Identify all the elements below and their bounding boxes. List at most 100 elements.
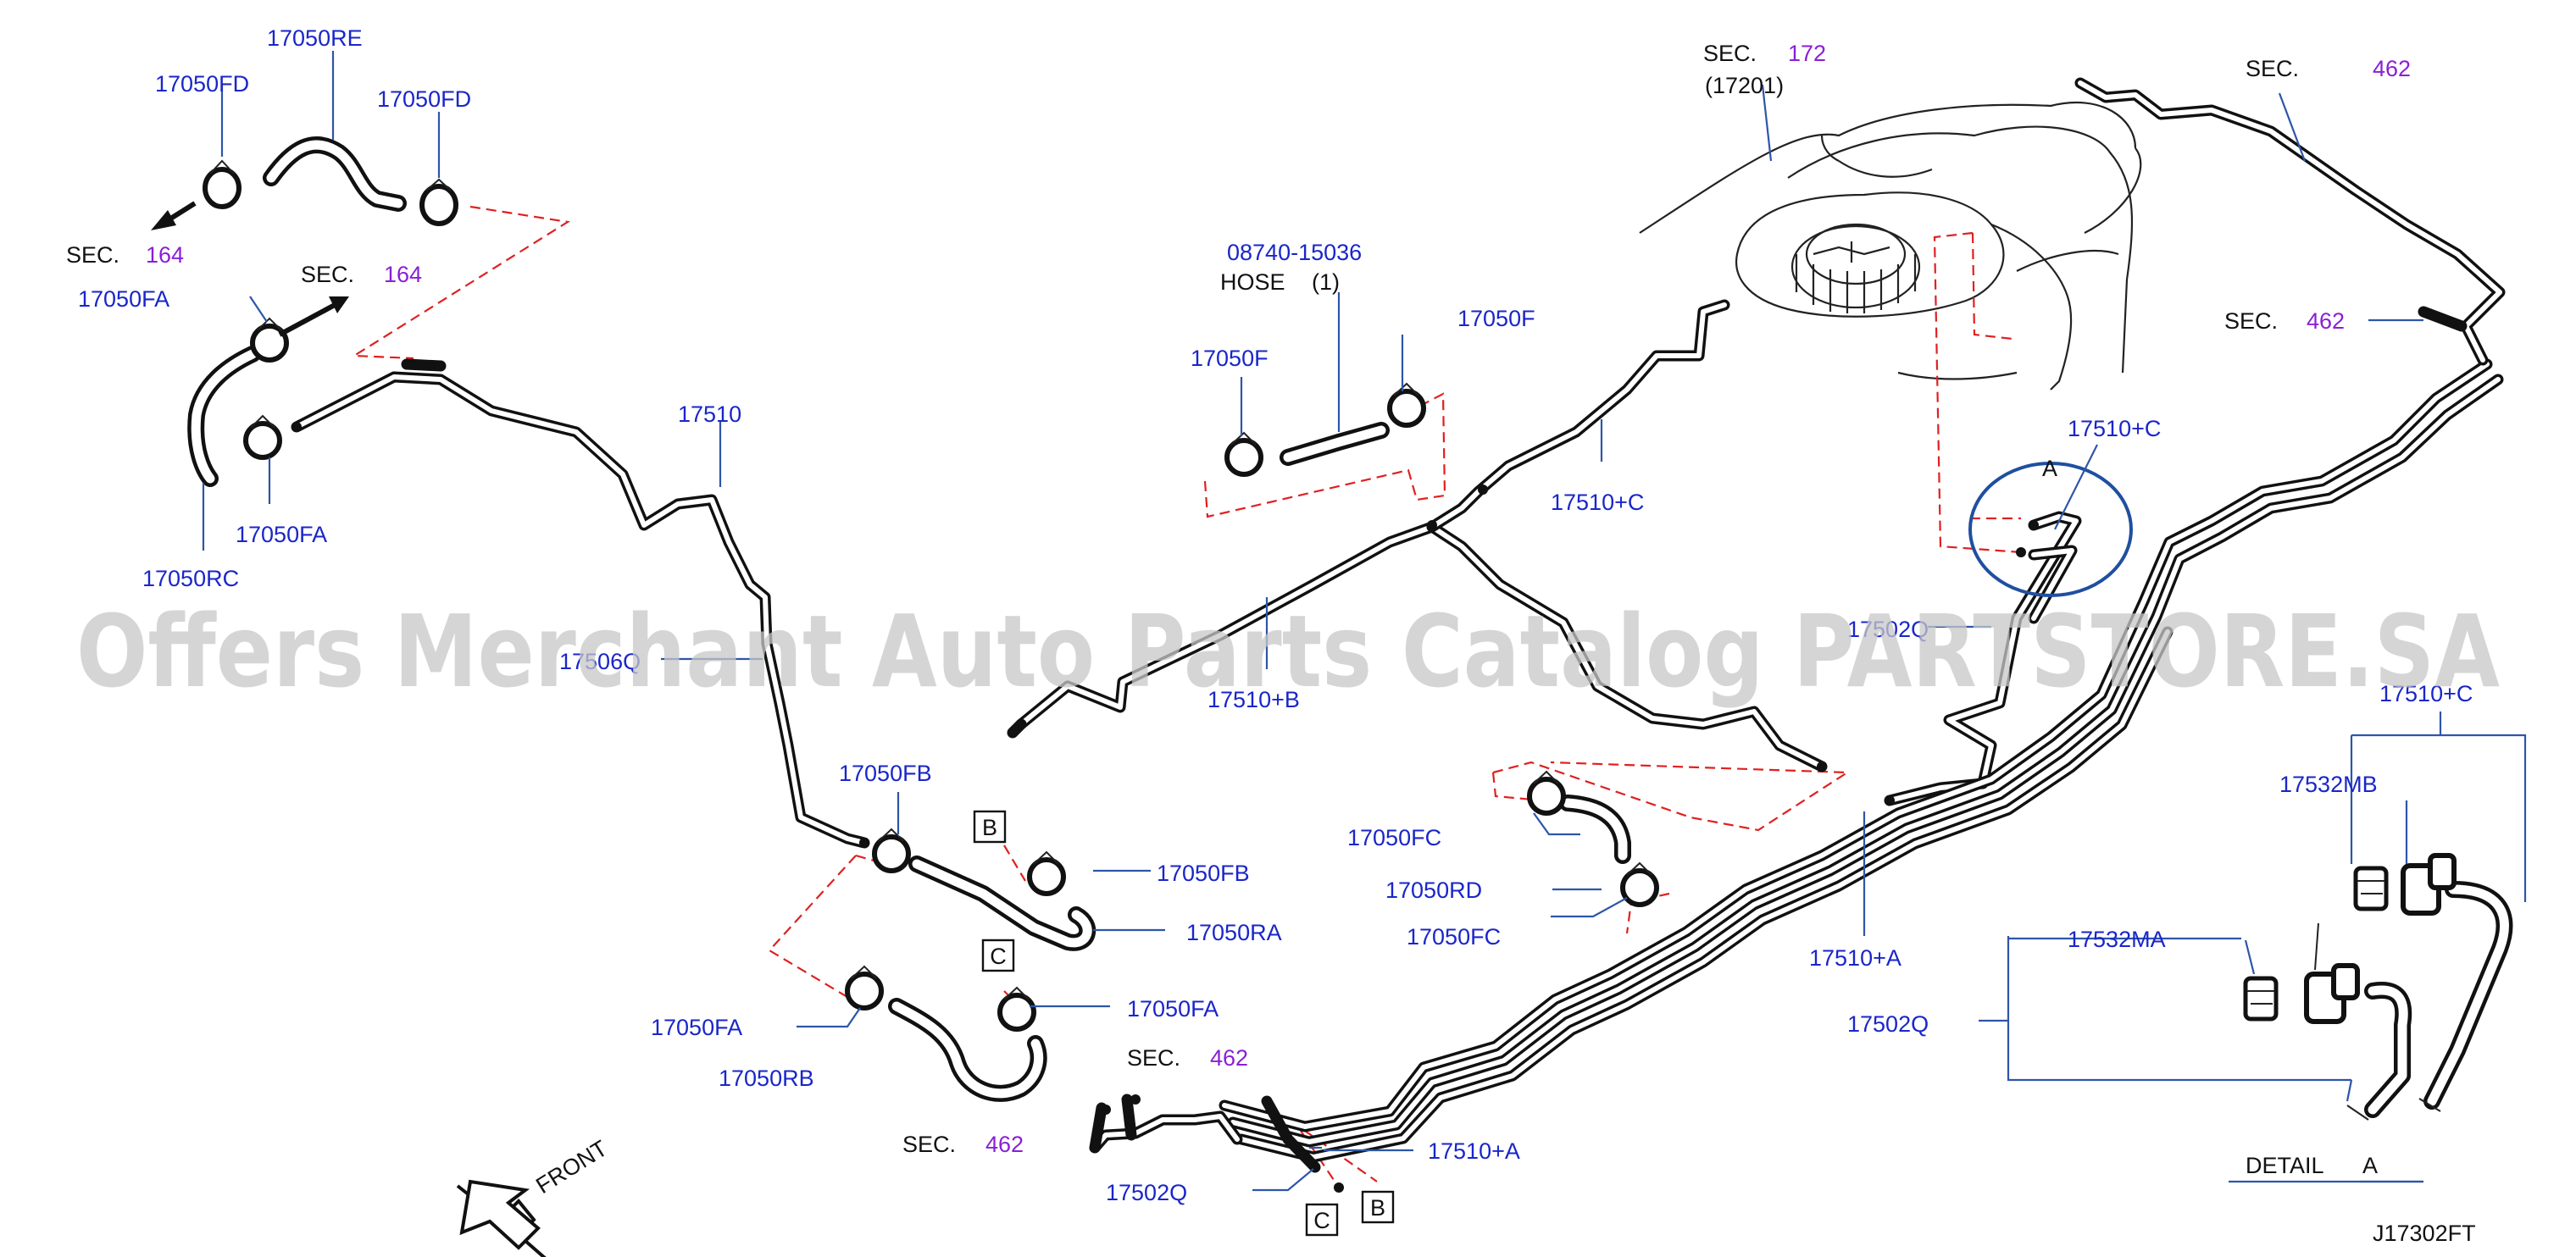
- clamps: [203, 159, 1659, 1032]
- callout-b-upper[interactable]: B: [973, 810, 1007, 844]
- label-sec-164-right: SEC.: [301, 262, 354, 287]
- pipe-bundle-17510-a: [1219, 358, 2504, 1163]
- callout-c-lower[interactable]: C: [1305, 1203, 1339, 1237]
- clamp-17050fa-upper: [250, 317, 289, 363]
- clamp-17050fa-lower: [243, 414, 282, 460]
- detail-a-hoses: [2346, 881, 2513, 1121]
- label-17050fa-rb-left[interactable]: 17050FA: [651, 1015, 742, 1040]
- label-hose: HOSE: [1220, 269, 1285, 295]
- label-hose-qty: (1): [1312, 269, 1340, 295]
- pipe-sec-462-lower: [1089, 1094, 1321, 1173]
- label-462-lower[interactable]: 462: [1210, 1045, 1248, 1071]
- detail-a-connectors: [2243, 853, 2457, 1024]
- label-17506q[interactable]: 17506Q: [559, 649, 641, 674]
- label-detail: DETAIL: [2246, 1153, 2324, 1178]
- sec-164-arrow-right: [278, 296, 349, 337]
- hose-17050rb: [888, 998, 1047, 1102]
- hose-08740-15036: [1280, 422, 1390, 466]
- pipe-17510-c: [1426, 299, 1730, 533]
- label-17050fc-upper[interactable]: 17050FC: [1347, 825, 1441, 850]
- connector-17532mb: [2353, 853, 2457, 916]
- clamp-17050fc-upper: [1527, 770, 1566, 816]
- callout-b-upper-letter: B: [982, 815, 997, 840]
- label-17510-c-right[interactable]: 17510+C: [2068, 416, 2161, 441]
- label-17510-b[interactable]: 17510+B: [1208, 687, 1300, 712]
- label-17050fd-left[interactable]: 17050FD: [155, 71, 249, 97]
- callout-c-lower-letter: C: [1313, 1208, 1330, 1233]
- label-17050fa-upper[interactable]: 17050FA: [78, 286, 169, 312]
- label-sec-462-bottom: SEC.: [902, 1132, 956, 1157]
- label-17050rc[interactable]: 17050RC: [142, 566, 239, 591]
- fuel-tank: [1639, 102, 2142, 390]
- clamp-17050fb-right: [1027, 850, 1066, 896]
- label-17050rb[interactable]: 17050RB: [719, 1066, 814, 1091]
- fuel-pump-cap: [1790, 223, 1921, 313]
- part-labels: 17050RE 17050FD 17050FD SEC. 164 SEC. 16…: [66, 25, 2476, 1246]
- label-17050re[interactable]: 17050RE: [267, 25, 363, 51]
- label-17201: (17201): [1705, 73, 1784, 98]
- label-detail-a-letter: A: [2042, 456, 2057, 481]
- label-17510-a[interactable]: 17510+A: [1809, 945, 1901, 971]
- label-462-right[interactable]: 462: [2307, 308, 2345, 334]
- label-17050fd-right[interactable]: 17050FD: [377, 86, 471, 112]
- label-sec-172: SEC.: [1703, 41, 1757, 66]
- label-sec-462-lower: SEC.: [1127, 1045, 1180, 1071]
- label-17050fc-lower[interactable]: 17050FC: [1407, 924, 1501, 950]
- label-17502q-lower[interactable]: 17502Q: [1106, 1180, 1187, 1205]
- label-462-bottom[interactable]: 462: [985, 1132, 1024, 1157]
- hose-17050ra: [908, 856, 1096, 951]
- clamp-17050fa-rb-right: [997, 986, 1036, 1032]
- label-17050rd[interactable]: 17050RD: [1385, 878, 1482, 903]
- label-17532mb[interactable]: 17532MB: [2279, 772, 2378, 797]
- connection-dots: [291, 321, 2467, 1193]
- label-172[interactable]: 172: [1788, 41, 1826, 66]
- clamp-17050f-right: [1387, 382, 1426, 428]
- label-17050fb-right[interactable]: 17050FB: [1157, 861, 1250, 886]
- label-08740-15036[interactable]: 08740-15036: [1227, 240, 1362, 265]
- hose-17050re: [263, 136, 407, 212]
- callout-c-upper-letter: C: [990, 944, 1007, 969]
- label-164-left[interactable]: 164: [146, 242, 184, 268]
- label-17050fa-rb[interactable]: 17050FA: [1127, 996, 1219, 1022]
- clamp-17050fd-left: [203, 159, 242, 209]
- label-sec-164-left: SEC.: [66, 242, 119, 268]
- leader-lines: [202, 51, 2527, 1192]
- pipe-sec-462: [2074, 77, 2506, 366]
- label-detail-letter: A: [2362, 1153, 2378, 1178]
- label-17050f-right[interactable]: 17050F: [1457, 306, 1535, 331]
- label-sec-462-top: SEC.: [2246, 56, 2299, 81]
- clamp-17050fc-lower: [1620, 861, 1659, 907]
- front-arrow: [456, 1179, 547, 1257]
- detail-a-circle[interactable]: [1968, 462, 2133, 597]
- label-164-right[interactable]: 164: [384, 262, 422, 287]
- hose-17050rd: [1559, 795, 1631, 864]
- label-17502q-upper[interactable]: 17502Q: [1847, 617, 1929, 642]
- label-17510-c-mid[interactable]: 17510+C: [1551, 490, 1644, 515]
- sec-164-arrow-left: [151, 201, 197, 230]
- hose-17050rc: [187, 346, 261, 487]
- label-sec-462-right: SEC.: [2224, 308, 2278, 334]
- pipe-17510-b: [1007, 521, 1828, 772]
- diagram-code: J17302FT: [2373, 1221, 2476, 1246]
- label-17502q-detail[interactable]: 17502Q: [1847, 1011, 1929, 1037]
- callout-b-lower[interactable]: B: [1361, 1190, 1395, 1224]
- label-17050f-left[interactable]: 17050F: [1191, 346, 1269, 371]
- clamp-17050fb-left: [872, 828, 911, 873]
- watermark: Offers Merchant Auto Parts Catalog PARTS…: [76, 593, 2500, 710]
- label-17050fb-left[interactable]: 17050FB: [839, 761, 932, 786]
- label-17510-c-detail[interactable]: 17510+C: [2379, 681, 2473, 706]
- label-17510[interactable]: 17510: [678, 401, 741, 427]
- clamp-17050f-left: [1224, 431, 1263, 477]
- label-17050ra[interactable]: 17050RA: [1186, 920, 1282, 945]
- label-17050fa-lower[interactable]: 17050FA: [236, 522, 327, 547]
- label-front: FRONT: [531, 1135, 612, 1199]
- clamp-17050fa-rb-left: [845, 965, 884, 1011]
- clamp-17050fd-right: [419, 178, 458, 226]
- label-462-top[interactable]: 462: [2373, 56, 2411, 81]
- hoses: [187, 136, 2513, 1121]
- label-17510-a-lower[interactable]: 17510+A: [1428, 1138, 1520, 1164]
- callout-c-upper[interactable]: C: [981, 939, 1015, 972]
- connector-17532ma: [2243, 922, 2360, 1024]
- label-17532ma[interactable]: 17532MA: [2068, 927, 2166, 952]
